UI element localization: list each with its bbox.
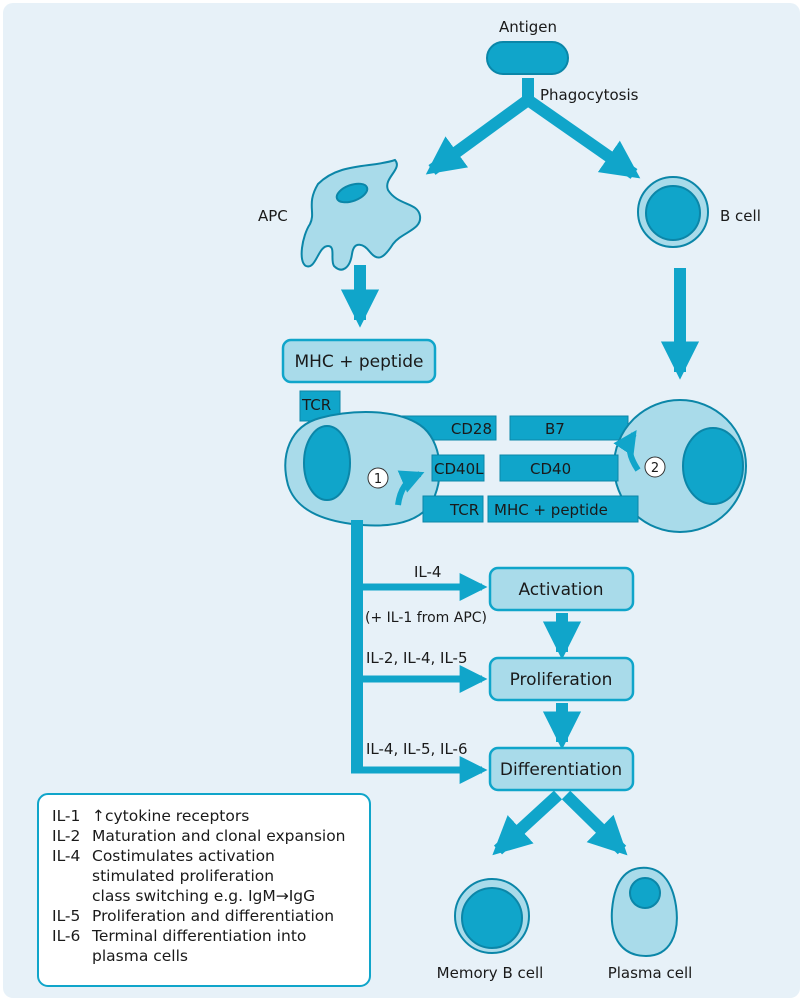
number-2: 2 xyxy=(651,461,659,476)
key-description: stimulated proliferation xyxy=(92,867,274,885)
number-1: 1 xyxy=(374,472,382,487)
antigen-label: Antigen xyxy=(499,18,557,36)
key-code: IL-2 xyxy=(52,827,80,845)
activation-box xyxy=(488,566,635,612)
mhc-peptide-box xyxy=(281,338,437,384)
apc-label: APC xyxy=(258,207,288,225)
differentiation-label: Differentiation xyxy=(500,760,622,780)
phagocytosis-label: Phagocytosis xyxy=(540,86,639,104)
activation-label: Activation xyxy=(518,580,603,600)
b7-label: B7 xyxy=(545,420,565,438)
key-description: plasma cells xyxy=(92,947,188,965)
signal-il456: IL-4, IL-5, IL-6 xyxy=(366,740,468,758)
curved-arrow-1 xyxy=(395,470,425,506)
cd40l-bar xyxy=(431,454,485,482)
key-description: ↑cytokine receptors xyxy=(92,807,249,825)
mhc-peptide-bar xyxy=(487,495,639,523)
signal-il4: IL-4 xyxy=(414,563,441,581)
key-box xyxy=(37,793,371,987)
antigen-pill xyxy=(486,41,569,75)
apc-cell xyxy=(300,158,422,271)
proliferation-label: Proliferation xyxy=(510,670,613,690)
differentiation-box xyxy=(488,746,635,792)
key-code: IL-6 xyxy=(52,927,80,945)
number-1-circle xyxy=(367,467,389,489)
b7-bar xyxy=(509,415,629,441)
curved-arrow-2 xyxy=(613,430,641,472)
tcr-bottom-bar xyxy=(422,495,484,523)
b-cell-nucleus xyxy=(645,185,701,241)
mhc-peptide-box-label: MHC + peptide xyxy=(294,352,423,372)
key-description: Maturation and clonal expansion xyxy=(92,827,346,845)
key-code: IL-1 xyxy=(52,807,80,825)
apc-nucleus xyxy=(335,182,369,204)
key-description: Terminal differentiation into xyxy=(91,927,306,945)
plasma-cell-label: Plasma cell xyxy=(608,964,693,982)
number-2-circle xyxy=(644,456,666,478)
memory-b-cell-nucleus xyxy=(461,887,523,949)
mhc-peptide-label: MHC + peptide xyxy=(494,501,608,519)
key-description: Costimulates activation xyxy=(92,847,275,865)
key-description: Proliferation and differentiation xyxy=(92,907,334,925)
signal-il245: IL-2, IL-4, IL-5 xyxy=(366,649,468,667)
proliferation-box xyxy=(488,656,635,702)
signal-il1-apc: (+ IL-1 from APC) xyxy=(365,610,487,626)
memory-b-cell-label: Memory B cell xyxy=(437,964,544,982)
tcr-top-label: TCR xyxy=(301,396,331,414)
arrow-to-memory-cell xyxy=(492,790,563,856)
key-description: class switching e.g. IgM→IgG xyxy=(92,887,315,905)
key-code: IL-5 xyxy=(52,907,80,925)
b-cell-large-nucleus xyxy=(682,427,744,505)
cd40-label: CD40 xyxy=(530,460,571,478)
arrow-to-bcell xyxy=(524,95,641,179)
plasma-cell-nucleus xyxy=(629,877,661,909)
b-cell-label: B cell xyxy=(720,207,761,225)
cd40l-label: CD40L xyxy=(434,460,484,478)
arrow-to-apc xyxy=(425,95,532,175)
tcr-bottom-label: TCR xyxy=(449,501,479,519)
cd40-bar xyxy=(499,454,619,482)
t-cell-nucleus xyxy=(303,425,351,501)
cd28-label: CD28 xyxy=(451,420,492,438)
key-code: IL-4 xyxy=(52,847,80,865)
arrow-to-plasma-cell xyxy=(561,790,628,856)
